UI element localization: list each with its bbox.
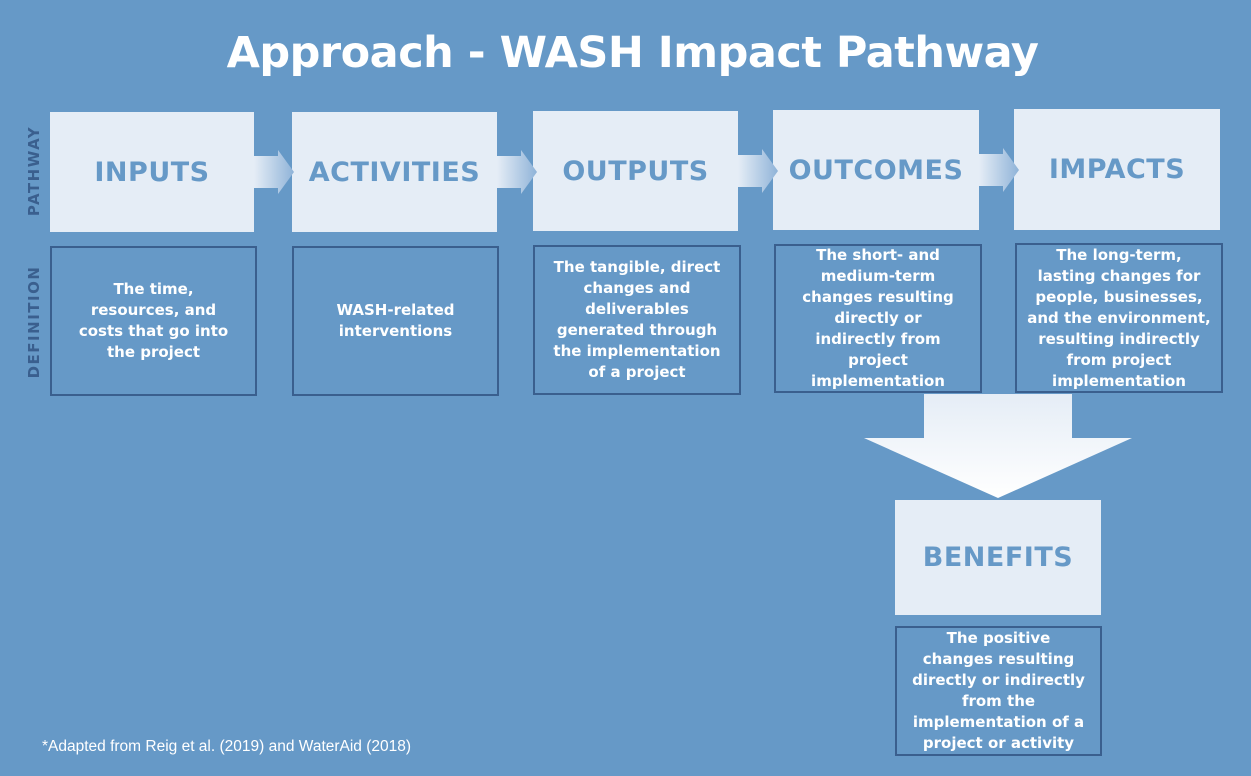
- definition-activities-text: WASH-related interventions: [336, 301, 455, 340]
- stage-benefits-label: BENEFITS: [922, 542, 1074, 573]
- stage-inputs-label: INPUTS: [94, 156, 210, 188]
- stage-outputs: OUTPUTS: [533, 111, 738, 231]
- stage-benefits: BENEFITS: [895, 500, 1101, 615]
- connector-arrow-1: [254, 150, 294, 194]
- row-label-pathway: PATHWAY: [25, 125, 43, 217]
- definition-outputs-text: The tangible, direct changes and deliver…: [553, 258, 721, 381]
- definition-outcomes-text: The short- and medium-term changes resul…: [802, 246, 954, 390]
- definition-inputs: The time, resources, and costs that go i…: [50, 246, 257, 396]
- source-footnote: *Adapted from Reig et al. (2019) and Wat…: [42, 738, 412, 755]
- definition-outcomes: The short- and medium-term changes resul…: [774, 244, 982, 393]
- definition-impacts: The long-term, lasting changes for peopl…: [1015, 243, 1223, 393]
- definition-benefits-text: The positive changes resulting directly …: [912, 629, 1085, 752]
- definition-impacts-text: The long-term, lasting changes for peopl…: [1027, 245, 1211, 390]
- diagram-title: Approach - WASH Impact Pathway: [226, 28, 1039, 78]
- connector-arrow-3: [738, 149, 778, 193]
- connector-arrow-2: [497, 150, 537, 194]
- row-label-definition: DEFINITION: [25, 265, 43, 379]
- definition-inputs-text: The time, resources, and costs that go i…: [78, 280, 229, 361]
- stage-outputs-label: OUTPUTS: [562, 155, 709, 187]
- definition-benefits: The positive changes resulting directly …: [895, 626, 1102, 756]
- stage-activities-label: ACTIVITIES: [308, 156, 481, 188]
- connector-arrow-4: [979, 148, 1019, 192]
- definition-activities: WASH-related interventions: [292, 246, 499, 396]
- stage-impacts-label: IMPACTS: [1048, 154, 1186, 185]
- stage-outcomes-label: OUTCOMES: [788, 154, 964, 186]
- down-arrow-to-benefits: [864, 394, 1132, 498]
- stage-activities: ACTIVITIES: [292, 112, 497, 232]
- stage-outcomes: OUTCOMES: [773, 110, 979, 230]
- definition-outputs: The tangible, direct changes and deliver…: [533, 245, 741, 395]
- stage-impacts: IMPACTS: [1014, 109, 1220, 230]
- stage-inputs: INPUTS: [50, 112, 254, 232]
